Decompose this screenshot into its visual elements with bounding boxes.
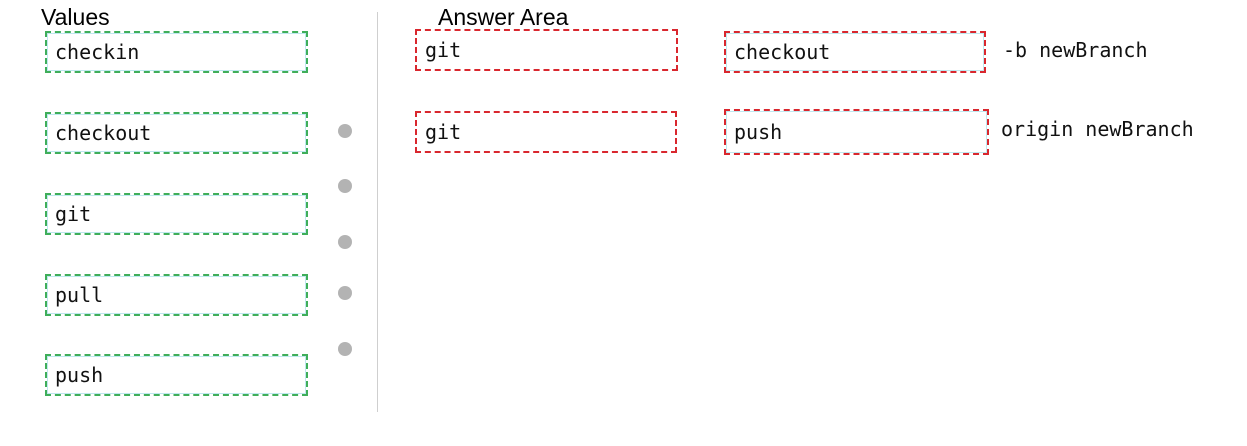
value-tile-git[interactable]: git (45, 193, 308, 235)
answer-slot-row1-command[interactable]: git (415, 29, 678, 71)
answer-slot-row2-subcommand[interactable]: push (724, 109, 989, 155)
value-tile-checkout[interactable]: checkout (45, 112, 308, 154)
answer-suffix-row2: origin newBranch (1001, 117, 1194, 141)
drag-handle-dot (338, 179, 352, 193)
drag-handle-dot (338, 342, 352, 356)
answer-area-heading: Answer Area (438, 4, 569, 30)
value-tile-pull[interactable]: pull (45, 274, 308, 316)
panel-divider (377, 12, 378, 412)
drag-handle-dot (338, 235, 352, 249)
value-tile-push[interactable]: push (45, 354, 308, 396)
answer-slot-row2-command[interactable]: git (415, 111, 677, 153)
drag-handle-dot (338, 286, 352, 300)
values-heading: Values (41, 4, 110, 30)
answer-slot-row1-subcommand[interactable]: checkout (724, 31, 986, 73)
answer-suffix-row1: -b newBranch (1003, 38, 1148, 62)
value-tile-checkin[interactable]: checkin (45, 31, 308, 73)
drag-handle-dot (338, 124, 352, 138)
